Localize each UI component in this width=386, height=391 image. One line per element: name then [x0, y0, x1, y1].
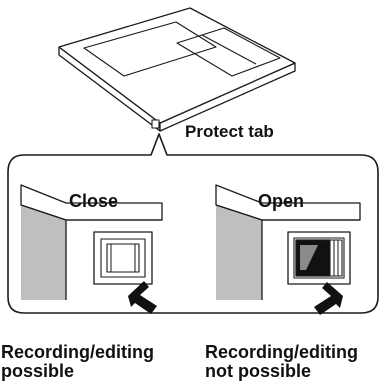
open-caption-line2: not possible: [205, 360, 312, 381]
cartridge-shutter: [176, 27, 281, 77]
close-slider: [106, 243, 140, 273]
open-arrow-icon: [314, 282, 343, 315]
disc-cartridge: [58, 7, 296, 132]
open-caption: Recording/editing not possible: [205, 343, 358, 381]
cartridge-protect-tab: [151, 119, 160, 129]
close-arrow-icon: [128, 281, 157, 314]
cartridge-label-area: [83, 21, 217, 77]
open-label: Open: [258, 191, 305, 211]
open-caption-line1: Recording/editing: [205, 342, 358, 362]
close-caption: Recording/editing possible: [1, 343, 154, 381]
open-detail: [215, 184, 361, 300]
open-slider: [329, 239, 343, 277]
close-caption-line2: possible: [1, 360, 75, 381]
close-label: Close: [69, 191, 119, 211]
close-detail: [20, 184, 163, 300]
protect-tab-label: Protect tab: [185, 122, 274, 141]
cartridge-top-face: [58, 7, 296, 124]
close-caption-line1: Recording/editing: [1, 342, 154, 362]
